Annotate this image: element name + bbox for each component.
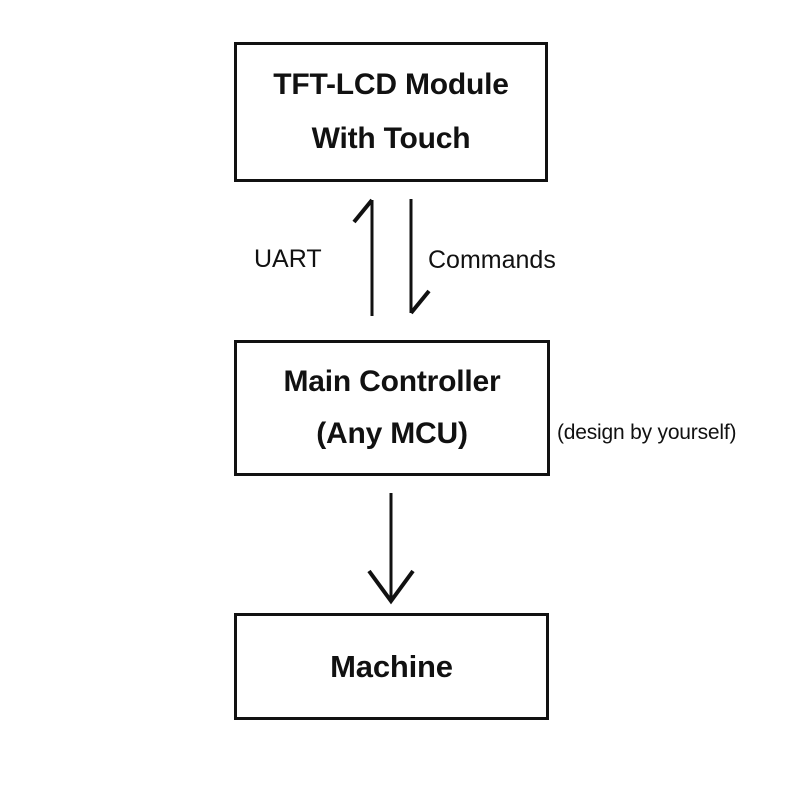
edge-label-commands: Commands (428, 246, 556, 274)
node-tft-lcd-module-line-1: TFT-LCD Module (273, 68, 509, 101)
node-main-controller-line-2: (Any MCU) (316, 417, 468, 450)
node-tft-lcd-module[interactable]: TFT-LCD Module With Touch (234, 42, 548, 182)
edge-commands-arrow (409, 199, 431, 315)
node-main-controller-line-1: Main Controller (283, 365, 501, 398)
node-machine-line-1: Machine (330, 648, 453, 684)
annotation-design-by-yourself: (design by yourself) (557, 421, 737, 444)
edge-uart-arrow (352, 198, 374, 316)
edge-controller-machine-arrow (367, 493, 415, 605)
node-main-controller[interactable]: Main Controller (Any MCU) (234, 340, 550, 476)
node-tft-lcd-module-line-2: With Touch (311, 122, 471, 155)
node-machine[interactable]: Machine (234, 613, 549, 720)
edge-label-uart: UART (254, 245, 322, 273)
